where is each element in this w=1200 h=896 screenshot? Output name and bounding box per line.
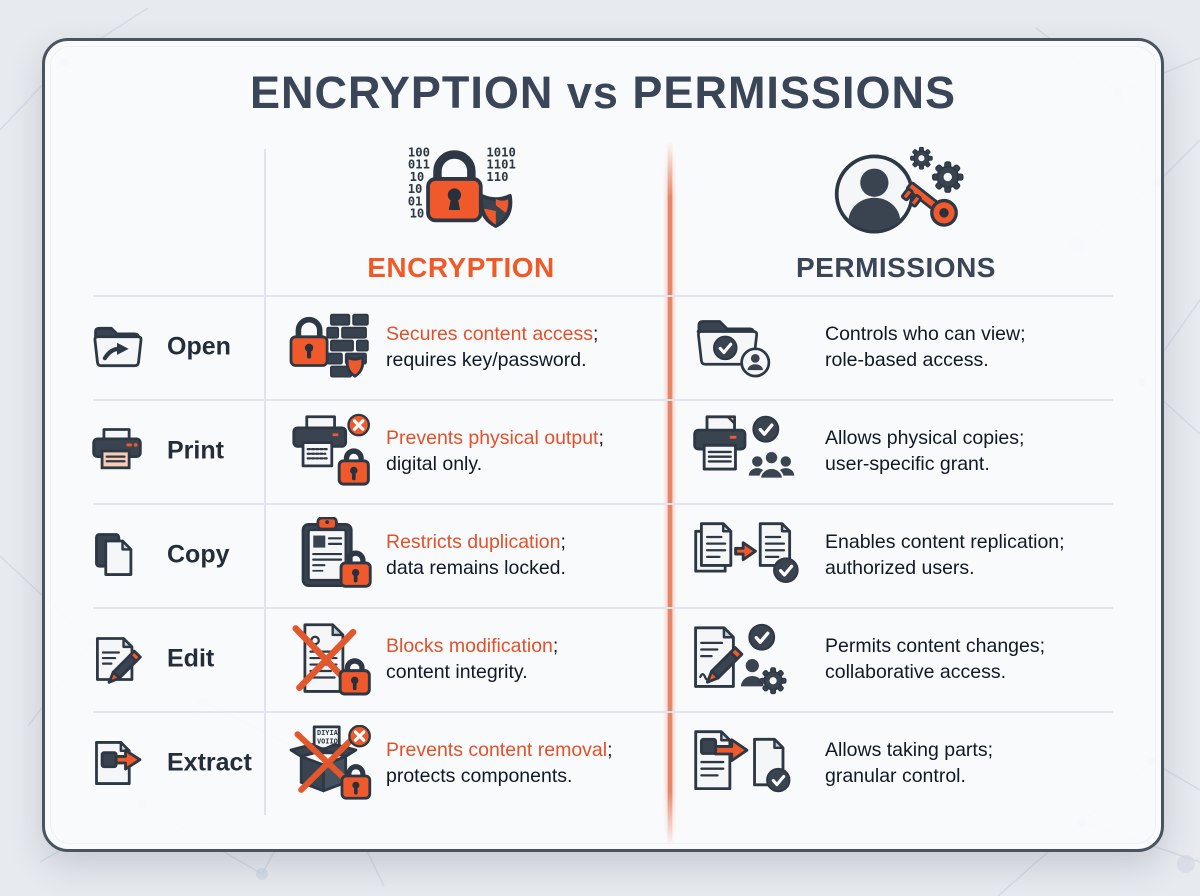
document-replicate-check-icon xyxy=(688,518,804,592)
svg-text:011: 011 xyxy=(408,158,430,172)
printer-icon xyxy=(89,426,145,476)
folder-check-user-icon xyxy=(688,310,788,384)
svg-text:01: 01 xyxy=(408,194,423,208)
svg-text:10: 10 xyxy=(410,207,425,221)
row-divider xyxy=(93,295,1113,297)
feature-label: Open xyxy=(167,332,231,361)
row-divider xyxy=(93,503,1113,505)
encryption-description: Secures content access;requires key/pass… xyxy=(386,323,599,371)
permissions-description: Enables content replication;authorized u… xyxy=(825,531,1065,579)
center-divider xyxy=(663,141,677,847)
comparison-card: ENCRYPTION vs PERMISSIONS 100 011 10 10 … xyxy=(42,38,1164,852)
lock-firewall-shield-icon xyxy=(286,309,372,385)
svg-text:1101: 1101 xyxy=(486,158,515,172)
document-crossed-lock-icon xyxy=(286,621,372,697)
encryption-lock-shield-icon: 100 011 10 10 01 10 1010 1101 110 xyxy=(408,145,516,228)
feature-label: Copy xyxy=(167,540,230,569)
page-title: ENCRYPTION vs PERMISSIONS xyxy=(250,67,956,118)
encryption-column-header: 100 011 10 10 01 10 1010 1101 110 ENCRYP… xyxy=(311,143,611,284)
permissions-column-header: PERMISSIONS xyxy=(746,143,1046,284)
cipher-text: VOIIO xyxy=(317,738,338,746)
permissions-description: Controls who can view;role-based access. xyxy=(825,323,1026,371)
box-crossed-cipher-lock-icon: DIYIA VOIIO xyxy=(286,724,372,801)
copy-documents-icon xyxy=(89,530,143,580)
row-divider xyxy=(93,399,1113,401)
table-row: Open Secures content access;requires key… xyxy=(45,295,1161,399)
row-divider xyxy=(93,711,1113,713)
feature-label: Extract xyxy=(167,748,252,777)
document-edit-check-user-gear-icon xyxy=(688,622,792,696)
label-column-divider xyxy=(264,149,266,815)
table-row: Print Prevents physical output;digital o… xyxy=(45,399,1161,503)
svg-text:10: 10 xyxy=(408,182,423,196)
permissions-description: Permits content changes;collaborative ac… xyxy=(825,635,1046,683)
edit-document-icon xyxy=(89,634,145,684)
encryption-description: Restricts duplication;data remains locke… xyxy=(386,531,566,579)
feature-label: Edit xyxy=(167,644,215,673)
table-row: Edit Blocks modification;content integri… xyxy=(45,607,1161,711)
permissions-user-gears-key-icon xyxy=(834,146,964,234)
permissions-column-title: PERMISSIONS xyxy=(796,252,996,283)
open-folder-icon xyxy=(89,322,145,372)
clipboard-lock-icon xyxy=(286,516,372,593)
svg-text:110: 110 xyxy=(486,170,508,184)
permissions-description: Allows taking parts;granular control. xyxy=(825,739,993,787)
encryption-description: Prevents physical output;digital only. xyxy=(386,427,604,475)
svg-text:1010: 1010 xyxy=(486,145,515,159)
encryption-column-title: ENCRYPTION xyxy=(367,252,555,283)
cipher-text: DIYIA xyxy=(317,729,339,737)
document-extract-check-icon xyxy=(688,726,804,800)
table-row: Extract DIYIA VOIIO Prevents content rem… xyxy=(45,711,1161,815)
svg-text:10: 10 xyxy=(410,170,425,184)
svg-text:100: 100 xyxy=(408,145,430,159)
feature-label: Print xyxy=(167,436,224,465)
row-divider xyxy=(93,607,1113,609)
printer-check-group-icon xyxy=(688,414,800,488)
extract-document-icon xyxy=(89,738,147,788)
printer-blocked-lock-icon xyxy=(286,413,372,489)
encryption-description: Blocks modification;content integrity. xyxy=(386,635,559,683)
permissions-description: Allows physical copies;user-specific gra… xyxy=(825,427,1025,475)
table-row: Copy Restricts duplication;data remains … xyxy=(45,503,1161,607)
encryption-description: Prevents content removal;protects compon… xyxy=(386,739,613,787)
